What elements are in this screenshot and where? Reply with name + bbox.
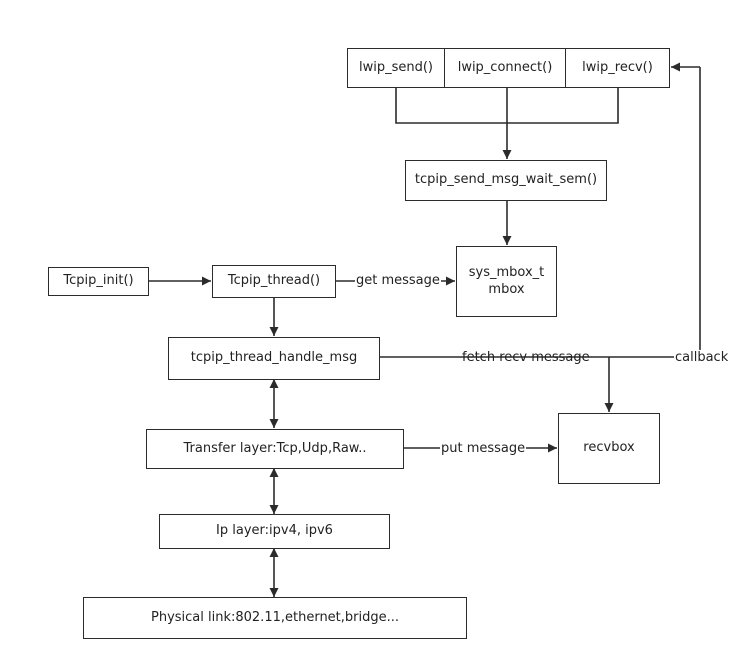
put-message-label: put message [440,441,527,457]
lwip-connect-node: lwip_connect() [444,48,566,88]
recvbox-node: recvbox [558,413,660,484]
transfer-layer-node: Transfer layer:Tcp,Udp,Raw.. [146,429,404,469]
physical-link-node: Physical link:802.11,ethernet,bridge... [83,597,467,639]
lwip-send-node: lwip_send() [347,48,445,88]
tcpip-thread-node: Tcpip_thread() [212,265,336,298]
tcpip-send-msg-wait-sem-node: tcpip_send_msg_wait_sem() [405,160,607,201]
sys-mbox-node: sys_mbox_t mbox [456,246,557,317]
lwip-recv-node: lwip_recv() [565,48,670,88]
callback-label: callback [674,350,730,366]
tcpip-thread-handle-msg-node: tcpip_thread_handle_msg [168,337,380,380]
tcpip-init-node: Tcpip_init() [48,267,149,296]
fetch-recv-message-label: fetch recv message [462,350,590,365]
get-message-label: get message [355,273,441,289]
ip-layer-node: Ip layer:ipv4, ipv6 [159,514,390,549]
